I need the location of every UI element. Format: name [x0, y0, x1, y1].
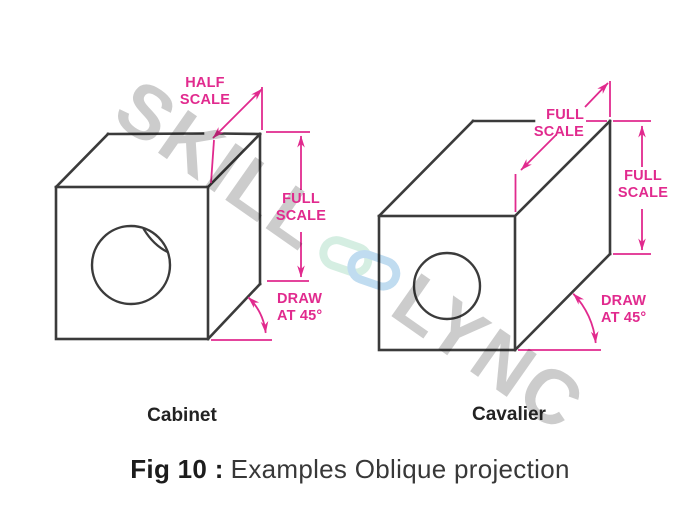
cavalier-hole-circle [412, 251, 482, 321]
cavalier-box-drawing [377, 119, 612, 352]
cabinet-top-right-edge [206, 132, 262, 189]
cabinet-height-dimension-label: FULL SCALE [275, 191, 327, 224]
cavalier-depth-dim-lower [520, 134, 557, 171]
cabinet-label: Cabinet [147, 405, 217, 426]
cavalier-label: Cavalier [472, 404, 546, 425]
cavalier-angle-arc [572, 293, 599, 344]
cavalier-bottom-right-edge [513, 252, 612, 352]
caption-title: Examples Oblique projection [230, 454, 570, 484]
cabinet-box-drawing [54, 132, 262, 341]
cavalier-dimensions [514, 81, 651, 351]
cabinet-depth-ext-line-front [210, 139, 215, 184]
figure-caption: Fig 10 :Examples Oblique projection [0, 454, 700, 485]
cabinet-depth-dim-line [212, 88, 263, 139]
cabinet-bottom-right-edge [206, 282, 262, 341]
cabinet-hole-depth-arc [142, 227, 169, 254]
cavalier-height-dimension-label: FULL SCALE [617, 168, 669, 201]
cabinet-depth-dimension-label: HALF SCALE [179, 75, 231, 108]
cabinet-front-face [54, 185, 210, 341]
cabinet-angle-note-label: DRAW AT 45° [277, 291, 323, 324]
cavalier-top-right-edge [513, 119, 612, 218]
cavalier-angle-note-label: DRAW AT 45° [601, 293, 647, 326]
cabinet-angle-arc [247, 296, 269, 334]
cavalier-front-face [377, 214, 517, 352]
cabinet-top-left-edge [54, 132, 110, 189]
cavalier-depth-dimension-label: FULL SCALE [533, 107, 584, 140]
caption-fig-number: Fig 10 : [130, 454, 224, 484]
cabinet-dimensions [210, 87, 310, 341]
cabinet-hole-circle [90, 224, 172, 306]
cavalier-depth-dim-upper [584, 82, 609, 108]
cabinet-top-back-edge [106, 132, 262, 136]
cavalier-top-left-edge [377, 119, 475, 218]
